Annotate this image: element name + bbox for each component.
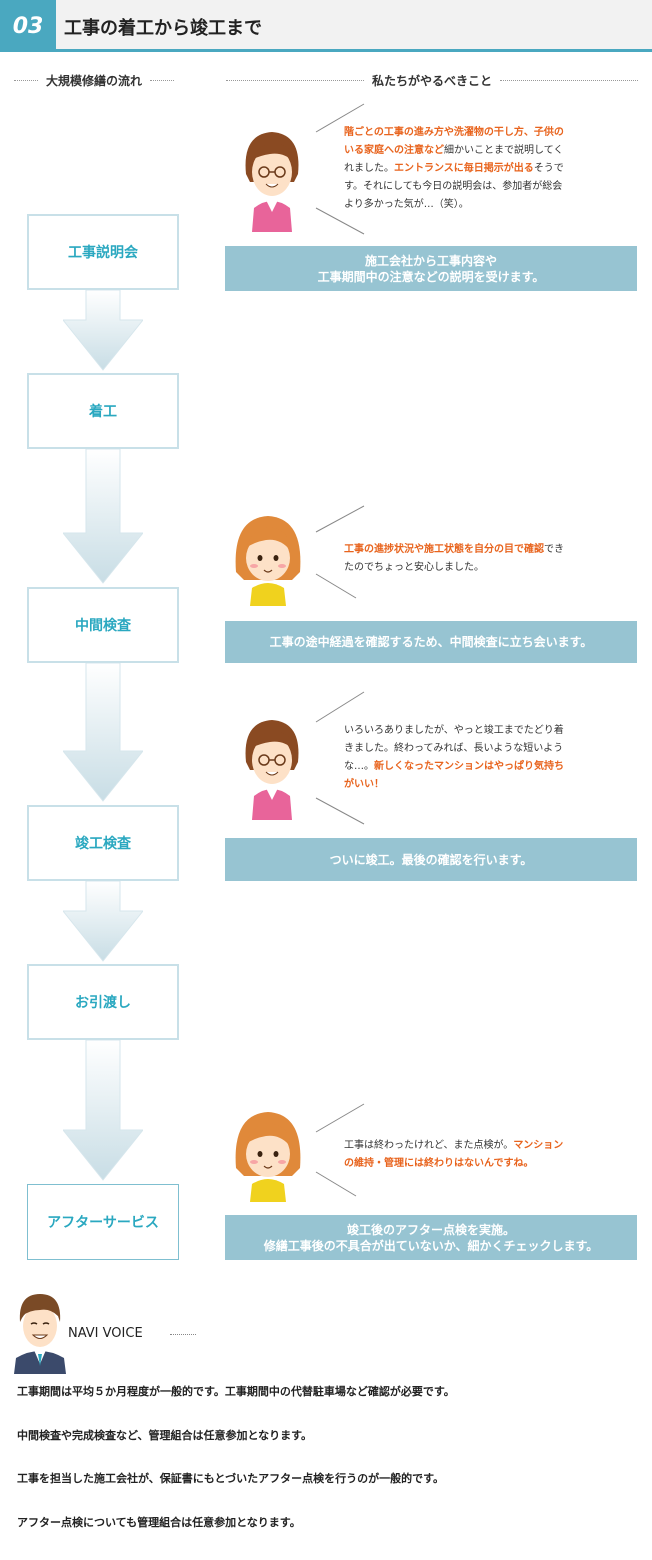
flow-step-completion-inspection: 竣工検査 bbox=[27, 805, 179, 881]
navigator-man-avatar-icon bbox=[14, 1294, 66, 1374]
task-bar-interim-line-1: 工事の途中経過を確認するため、中間検査に立ち会います。 bbox=[269, 635, 593, 649]
comment-line: 階ごとの工事の進み方や洗濯物の干し方、子供の bbox=[344, 124, 564, 142]
highlighted-text: がいい！ bbox=[344, 779, 384, 790]
speech-bubble-lines bbox=[315, 691, 365, 825]
comment-line: 工事は終わったけれど、また点検が。マンション bbox=[344, 1137, 563, 1155]
navi-voice-title: NAVI VOICE bbox=[68, 1326, 143, 1341]
task-bar-briefing-line-1: 施工会社から工事内容や bbox=[364, 253, 497, 268]
column-heading-flow: 大規模修繕の流れ bbox=[14, 71, 194, 89]
comment-text: でき bbox=[544, 544, 564, 555]
resident-young-woman-avatar-icon bbox=[235, 516, 301, 606]
resident-comment-3: いろいろありましたが、やっと竣工までたどり着きました。終わってみれば、長いような… bbox=[344, 722, 564, 794]
comment-line: がいい！ bbox=[344, 776, 564, 794]
navi-voice-line-2: 中間検査や完成検査など、管理組合は任意参加となります。 bbox=[17, 1429, 313, 1442]
resident-woman-avatar-icon bbox=[245, 720, 299, 820]
resident-young-woman-avatar-icon bbox=[235, 1112, 301, 1202]
section-header: 03 工事の着工から竣工まで bbox=[0, 0, 652, 52]
speech-bubble-lines bbox=[315, 1103, 365, 1197]
comment-text: いろいろありましたが、やっと竣工までたどり着 bbox=[344, 725, 564, 736]
navi-voice-line-4: アフター点検についても管理組合は任意参加となります。 bbox=[17, 1516, 301, 1529]
comment-text: きました。終わってみれば、長いような短いよう bbox=[344, 743, 564, 754]
flow-step-briefing: 工事説明会 bbox=[27, 214, 179, 290]
comment-text: 細かいことまで説明してく bbox=[444, 145, 564, 156]
column-heading-tasks-label: 私たちがやるべきこと bbox=[372, 73, 493, 88]
flow-step-handover: お引渡し bbox=[27, 964, 179, 1040]
resident-comment-4: 工事は終わったけれど、また点検が。マンションの維持・管理には終わりはないんですね… bbox=[344, 1137, 563, 1173]
navi-voice-line-3: 工事を担当した施工会社が、保証書にもとづいたアフター点検を行うのが一般的です。 bbox=[17, 1472, 445, 1485]
section-number: 03 bbox=[0, 0, 56, 52]
down-arrow-icon bbox=[63, 881, 143, 962]
resident-woman-avatar-icon bbox=[245, 132, 299, 232]
comment-line: れました。エントランスに毎日掲示が出るそうで bbox=[344, 160, 564, 178]
comment-text: れました。 bbox=[344, 163, 394, 174]
task-bar-completion-line-1: ついに竣工。最後の確認を行います。 bbox=[329, 852, 533, 867]
task-bar-after-service: 竣工後のアフター点検を実施。 修繕工事後の不具合が出ていないか、細かくチェックし… bbox=[225, 1215, 637, 1260]
flow-step-start: 着工 bbox=[27, 373, 179, 449]
task-bar-after-line-2: 修繕工事後の不具合が出ていないか、細かくチェックします。 bbox=[263, 1238, 599, 1253]
comment-line: たのでちょっと安心しました。 bbox=[344, 559, 564, 577]
section-title: 工事の着工から竣工まで bbox=[64, 18, 262, 39]
highlighted-text: エントランスに毎日掲示が出る bbox=[394, 163, 534, 174]
highlighted-text: 工事の進捗状況や施工状態を自分の目で確認 bbox=[344, 544, 544, 555]
task-bar-completion-inspection: ついに竣工。最後の確認を行います。 bbox=[225, 838, 637, 881]
comment-text: そうで bbox=[533, 163, 564, 174]
comment-line: いる家庭への注意など細かいことまで説明してく bbox=[344, 142, 564, 160]
highlighted-text: 新しくなったマンションはやっぱり気持ち bbox=[374, 761, 564, 772]
column-heading-tasks: 私たちがやるべきこと bbox=[226, 71, 639, 89]
down-arrow-icon bbox=[63, 1040, 143, 1181]
down-arrow-icon bbox=[63, 290, 143, 371]
highlighted-text: の維持・管理には終わりはないんですね。 bbox=[344, 1158, 534, 1169]
comment-text: 工事は終わったけれど、また点検が。 bbox=[344, 1140, 514, 1151]
comment-text: たのでちょっと安心しました。 bbox=[344, 562, 484, 573]
highlighted-text: 階ごとの工事の進み方や洗濯物の干し方、子供の bbox=[344, 127, 564, 138]
task-bar-interim-inspection: 工事の途中経過を確認するため、中間検査に立ち会います。 bbox=[225, 621, 637, 663]
down-arrow-icon bbox=[63, 449, 143, 584]
speech-bubble-lines bbox=[315, 103, 365, 235]
flow-step-interim-inspection: 中間検査 bbox=[27, 587, 179, 663]
comment-line: いろいろありましたが、やっと竣工までたどり着 bbox=[344, 722, 564, 740]
resident-comment-2: 工事の進捗状況や施工状態を自分の目で確認できたのでちょっと安心しました。 bbox=[344, 541, 564, 577]
comment-line: 工事の進捗状況や施工状態を自分の目で確認でき bbox=[344, 541, 564, 559]
comment-text: す。それにしても今日の説明会は、参加者が総会 bbox=[344, 181, 563, 192]
comment-line: す。それにしても今日の説明会は、参加者が総会 bbox=[344, 178, 564, 196]
comment-text: な…。 bbox=[344, 761, 374, 772]
highlighted-text: いる家庭への注意など bbox=[344, 145, 444, 156]
column-heading-flow-label: 大規模修繕の流れ bbox=[46, 73, 143, 88]
task-bar-briefing-line-2: 工事期間中の注意などの説明を受けます。 bbox=[317, 269, 545, 284]
down-arrow-icon bbox=[63, 663, 143, 802]
navi-voice-divider bbox=[170, 1334, 196, 1335]
navi-voice-line-1: 工事期間は平均５か月程度が一般的です。工事期間中の代替駐車場など確認が必要です。 bbox=[17, 1385, 455, 1398]
comment-line: な…。新しくなったマンションはやっぱり気持ち bbox=[344, 758, 564, 776]
speech-bubble-lines bbox=[315, 505, 365, 599]
resident-comment-1: 階ごとの工事の進み方や洗濯物の干し方、子供のいる家庭への注意など細かいことまで説… bbox=[344, 124, 564, 214]
highlighted-text: マンション bbox=[513, 1140, 564, 1151]
task-bar-briefing: 施工会社から工事内容や 工事期間中の注意などの説明を受けます。 bbox=[225, 246, 637, 291]
task-bar-after-line-1: 竣工後のアフター点検を実施。 bbox=[346, 1222, 515, 1237]
comment-line: より多かった気が…（笑）。 bbox=[344, 196, 564, 214]
comment-text: より多かった気が…（笑）。 bbox=[344, 199, 469, 210]
comment-line: の維持・管理には終わりはないんですね。 bbox=[344, 1155, 563, 1173]
flow-step-after-service: アフターサービス bbox=[27, 1184, 179, 1260]
comment-line: きました。終わってみれば、長いような短いよう bbox=[344, 740, 564, 758]
